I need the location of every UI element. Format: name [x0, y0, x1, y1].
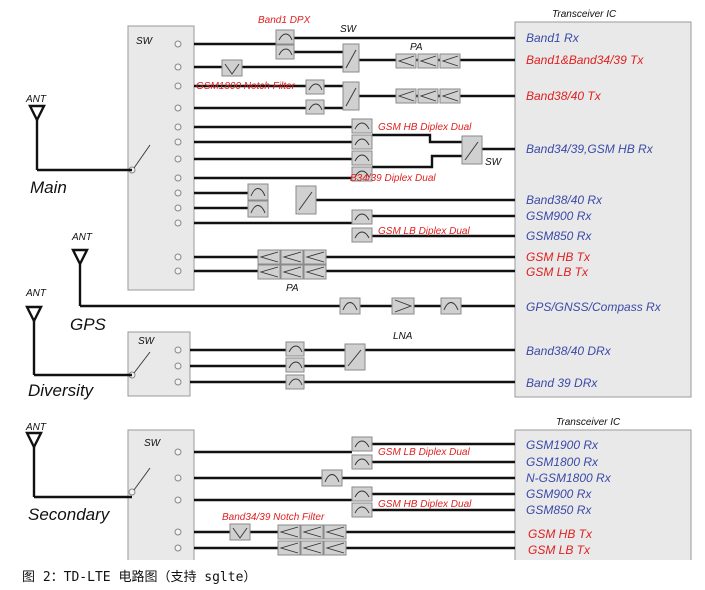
output-label: GSM HB Tx	[526, 250, 591, 264]
output-label: GSM900 Rx	[526, 209, 592, 223]
ant-label-main: ANT	[25, 94, 47, 105]
output-label: Band1 Rx	[526, 31, 580, 45]
main-label: Main	[30, 178, 67, 197]
band1-dpx-label: Band1 DPX	[258, 15, 311, 26]
gsm-lb-diplex-label: GSM LB Diplex Dual	[378, 226, 470, 237]
figure-caption: 图 2：TD-LTE 电路图（支持 sglte）	[22, 570, 257, 585]
output-label: Band38/40 Tx	[526, 89, 602, 103]
lna-label: LNA	[393, 331, 413, 342]
gsm-hb-diplex-label-2: GSM HB Diplex Dual	[378, 499, 472, 510]
output-label: GSM850 Rx	[526, 503, 592, 517]
output-label: GSM LB Tx	[528, 543, 591, 557]
ant-label-diversity: ANT	[25, 288, 47, 299]
main-sw-label: SW	[136, 36, 154, 47]
gsm-hb-diplex-label: GSM HB Diplex Dual	[378, 122, 472, 133]
switch-pins	[174, 40, 182, 552]
components-upper	[221, 29, 483, 390]
ant-label-gps: ANT	[71, 232, 93, 243]
diagram-canvas: Transceiver IC Transceiver IC SW SW SW	[25, 9, 692, 560]
components-lower	[229, 436, 373, 556]
output-label: GSM LB Tx	[526, 265, 589, 279]
upper-sw-label-1: SW	[340, 24, 358, 35]
ant-label-secondary: ANT	[25, 422, 47, 433]
output-label: GSM1800 Rx	[526, 455, 599, 469]
pa-label-1: PA	[410, 42, 423, 53]
gsm-lb-diplex-label-2: GSM LB Diplex Dual	[378, 447, 470, 458]
output-label: GSM1900 Rx	[526, 438, 599, 452]
antenna-diversity	[25, 305, 132, 377]
pa-label-2: PA	[286, 283, 299, 294]
transceiver-ic-upper	[514, 21, 692, 398]
output-label: Band38/40 DRx	[526, 344, 612, 358]
antenna-main	[28, 104, 132, 172]
antenna-secondary	[25, 431, 132, 499]
secondary-sw-label: SW	[144, 438, 162, 449]
output-label: GPS/GNSS/Compass Rx	[526, 300, 662, 314]
output-label: Band 39 DRx	[526, 376, 598, 390]
band34-39-notch-label: Band34/39 Notch Filter	[222, 512, 325, 523]
upper-sw-label-2: SW	[485, 157, 503, 168]
main-switch-block	[127, 25, 195, 291]
b34-39-diplex-label: B34/39 Diplex Dual	[350, 173, 436, 184]
transceiver-ic-label-lower: Transceiver IC	[556, 417, 621, 428]
upper-output-labels: Band1 Rx Band1&Band34/39 Tx Band38/40 Tx…	[526, 31, 662, 390]
secondary-label: Secondary	[28, 505, 111, 524]
secondary-switch-block	[127, 429, 195, 560]
output-label: Band38/40 Rx	[526, 193, 603, 207]
transceiver-ic-lower	[514, 429, 692, 560]
transceiver-ic-label-upper: Transceiver IC	[552, 9, 617, 20]
output-label: GSM HB Tx	[528, 527, 593, 541]
output-label: GSM900 Rx	[526, 487, 592, 501]
lower-output-labels: GSM1900 Rx GSM1800 Rx N-GSM1800 Rx GSM90…	[526, 438, 612, 557]
output-label: GSM850 Rx	[526, 229, 592, 243]
output-label: N-GSM1800 Rx	[526, 471, 612, 485]
diversity-sw-label: SW	[138, 336, 156, 347]
gps-label: GPS	[70, 315, 107, 334]
diversity-label: Diversity	[28, 381, 95, 400]
output-label: Band34/39,GSM HB Rx	[526, 142, 654, 156]
gsm1800-notch-label: GSM1800 Notch Filter	[196, 81, 296, 92]
output-label: Band1&Band34/39 Tx	[526, 53, 644, 67]
